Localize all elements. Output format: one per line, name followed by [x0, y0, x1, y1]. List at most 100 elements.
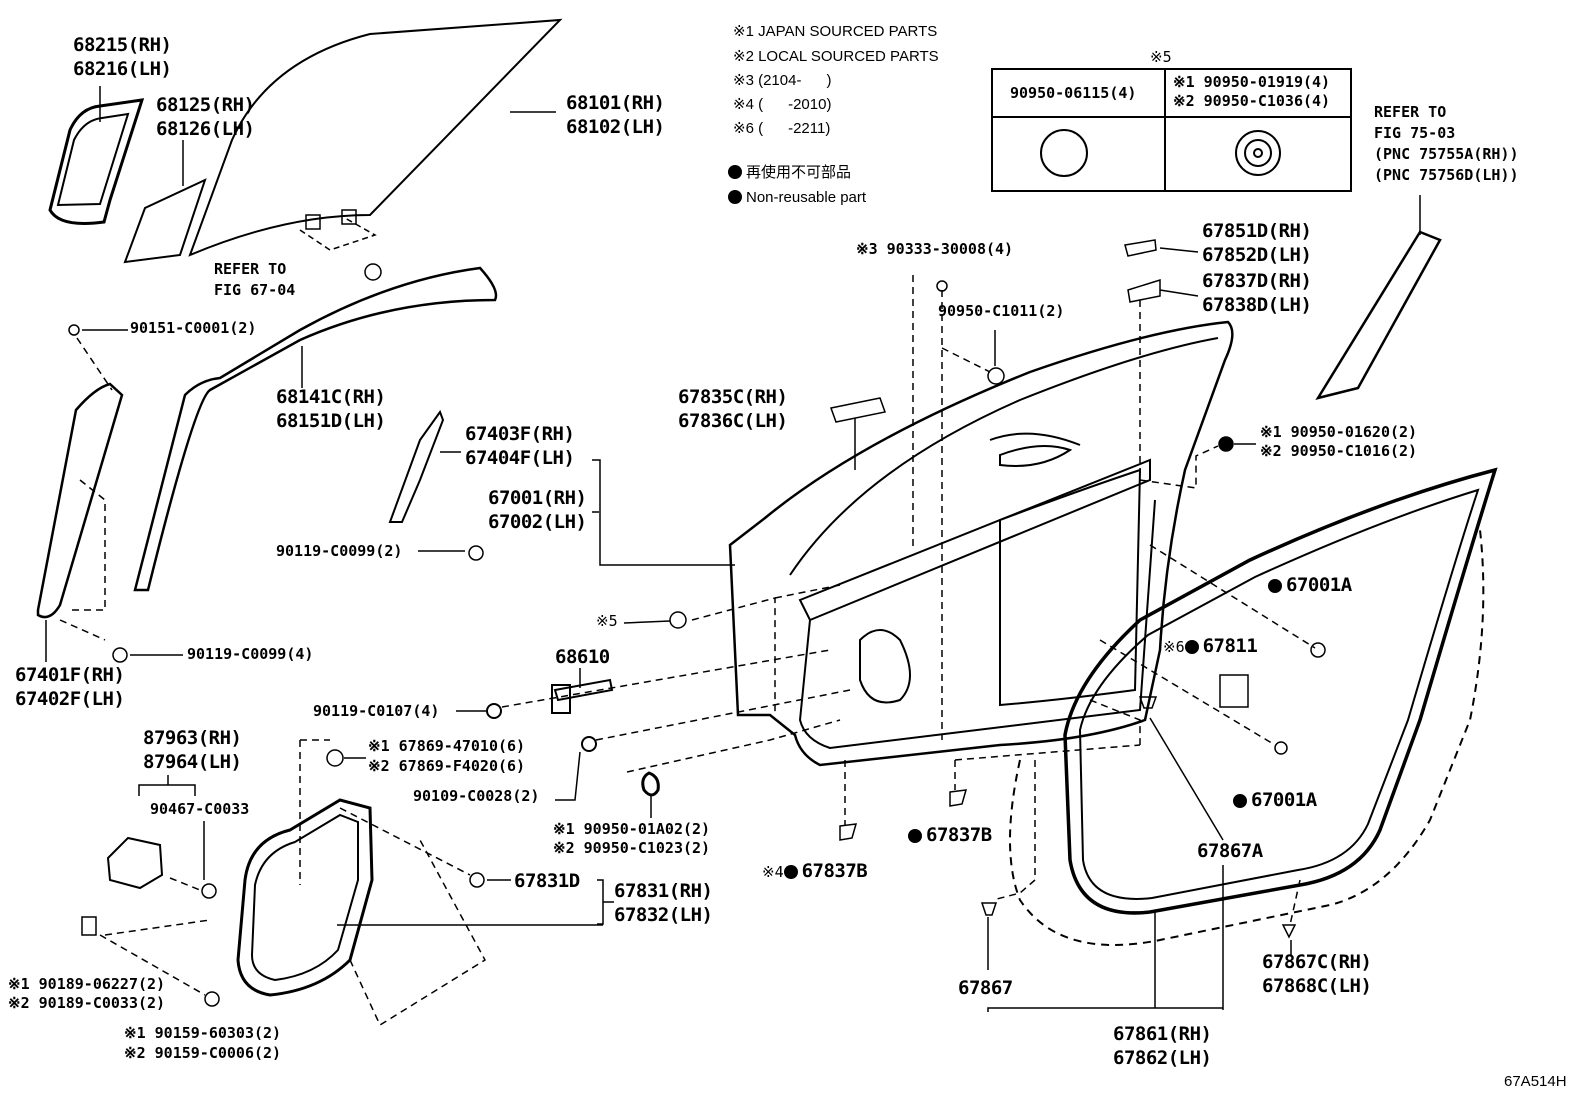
parts-table [991, 68, 1352, 192]
label-87963: 87963(RH) [143, 727, 242, 749]
door-glass [188, 18, 563, 257]
label-67404f: 67404F(LH) [465, 447, 575, 469]
label-refer-6704-b: FIG 67-04 [214, 281, 296, 299]
label-68126: 68126(LH) [156, 118, 255, 140]
door-weatherstrip [1063, 467, 1498, 915]
label-68102: 68102(LH) [566, 116, 665, 138]
parts-table-grid [992, 69, 1351, 191]
label-68216: 68216(LH) [73, 58, 172, 80]
label-5-mark: ※5 [596, 612, 618, 630]
legend-note-2: ※2 LOCAL SOURCED PARTS [733, 48, 939, 65]
legend-nonreusable-jp-text: 再使用不可部品 [746, 164, 852, 181]
label-67837d: 67837D(RH) [1202, 270, 1312, 292]
label-67001a-1-text: 67001A [1286, 574, 1352, 596]
label-67868c: 67868C(LH) [1262, 975, 1372, 997]
label-67831: 67831(RH) [614, 880, 713, 902]
label-68151d: 68151D(LH) [276, 410, 386, 432]
label-67837b-2: ※4 67837B [762, 860, 868, 882]
pillar-garnish [1315, 230, 1442, 400]
sensor-module [106, 836, 164, 890]
label-68141c: 68141C(RH) [276, 386, 386, 408]
rear-sash [36, 382, 124, 619]
label-90159-60303: ※1 90159-60303(2) [124, 1024, 282, 1042]
fasteners [68, 239, 1326, 1007]
pillar-channel [388, 409, 445, 523]
nonreusable-dot-icon [1233, 794, 1247, 808]
label-90189-c0033: ※2 90189-C0033(2) [8, 994, 166, 1012]
label-90950-c1016: ※2 90950-C1016(2) [1260, 442, 1418, 460]
legend-note-5: ※6 ( -2211) [733, 120, 831, 137]
label-refer-7503-d: (PNC 75756D(LH)) [1374, 166, 1519, 184]
label-67835c: 67835C(RH) [678, 386, 788, 408]
label-refer-7503-a: REFER TO [1374, 103, 1447, 121]
nonreusable-dot-icon [908, 829, 922, 843]
label-90151: 90151-C0001(2) [130, 319, 257, 337]
label-90109: 90109-C0028(2) [413, 787, 540, 805]
legend-nonreusable-en-text: Non-reusable part [746, 189, 867, 206]
figure-id: 67A514H [1504, 1073, 1567, 1090]
label-67001a-1: 67001A [1268, 576, 1352, 595]
label-67811-mark: ※6 [1163, 638, 1185, 656]
table-right-part-2: ※2 90950-C1036(4) [1173, 92, 1331, 110]
label-67402f: 67402F(LH) [15, 688, 125, 710]
label-90333: ※3 90333-30008(4) [856, 240, 1014, 258]
nonreusable-dot-icon [783, 865, 798, 879]
label-67852d: 67852D(LH) [1202, 244, 1312, 266]
label-90119-c0099-2: 90119-C0099(2) [276, 542, 403, 560]
service-hole-cover [236, 798, 374, 997]
nonreusable-dot-icon [1184, 640, 1199, 654]
label-67837b-1: 67837B [908, 826, 992, 845]
label-67001a-2: 67001A [1233, 791, 1317, 810]
label-90950-c1023: ※2 90950-C1023(2) [553, 839, 711, 857]
label-67862: 67862(LH) [1113, 1047, 1212, 1069]
label-67001: 67001(RH) [488, 487, 587, 509]
door-panel [728, 320, 1234, 767]
label-68215: 68215(RH) [73, 34, 172, 56]
label-90119-c0099-4: 90119-C0099(4) [187, 645, 314, 663]
label-90159-c0006: ※2 90159-C0006(2) [124, 1044, 282, 1062]
quarter-glass-frame [48, 98, 145, 225]
label-90467: 90467-C0033 [150, 800, 250, 818]
label-68610: 68610 [555, 646, 610, 668]
legend-nonreusable-en: Non-reusable part [728, 190, 866, 205]
table-right-part-1: ※1 90950-01919(4) [1173, 73, 1331, 91]
label-67831d: 67831D [514, 870, 580, 892]
nonreusable-dot-icon [1268, 579, 1282, 593]
label-90950-01620: ※1 90950-01620(2) [1260, 423, 1418, 441]
label-87964: 87964(LH) [143, 751, 242, 773]
run-channel [133, 266, 498, 592]
label-refer-6704-a: REFER TO [214, 260, 287, 278]
label-67867: 67867 [958, 977, 1013, 999]
label-67869-47010: ※1 67869-47010(6) [368, 737, 526, 755]
glass-bolts [299, 209, 382, 281]
nonreusable-dot-icon [728, 165, 742, 179]
label-90950-c1011: 90950-C1011(2) [938, 302, 1065, 320]
label-67837b-2-text: 67837B [801, 860, 868, 882]
label-68125: 68125(RH) [156, 94, 255, 116]
label-67867c: 67867C(RH) [1262, 951, 1372, 973]
label-67837b-2-mark: ※4 [762, 863, 784, 881]
label-90119-c0107: 90119-C0107(4) [313, 702, 440, 720]
label-67837b-1-text: 67837B [926, 824, 992, 846]
label-90950-01a02: ※1 90950-01A02(2) [553, 820, 711, 838]
label-90189-06227: ※1 90189-06227(2) [8, 975, 166, 993]
legend-note-3: ※3 (2104- ) [733, 72, 832, 89]
label-refer-7503-b: FIG 75-03 [1374, 124, 1456, 142]
quarter-glass [123, 178, 207, 264]
label-67869-f4020: ※2 67869-F4020(6) [368, 757, 526, 775]
label-67001a-2-text: 67001A [1251, 789, 1317, 811]
nonreusable-dot-icon [728, 190, 742, 204]
leader-lines [45, 86, 1421, 1012]
legend-note-1: ※1 JAPAN SOURCED PARTS [733, 23, 938, 40]
label-67811: ※6 67811 [1163, 635, 1258, 657]
label-refer-7503-c: (PNC 75755A(RH)) [1374, 145, 1519, 163]
label-67867a: 67867A [1197, 840, 1263, 862]
label-68101: 68101(RH) [566, 92, 665, 114]
label-67832: 67832(LH) [614, 904, 713, 926]
legend-nonreusable-jp: 再使用不可部品 [728, 165, 851, 180]
label-67836c: 67836C(LH) [678, 410, 788, 432]
dashed-leaders [59, 275, 1316, 1027]
label-67811-text: 67811 [1202, 635, 1258, 657]
label-67861: 67861(RH) [1113, 1023, 1212, 1045]
